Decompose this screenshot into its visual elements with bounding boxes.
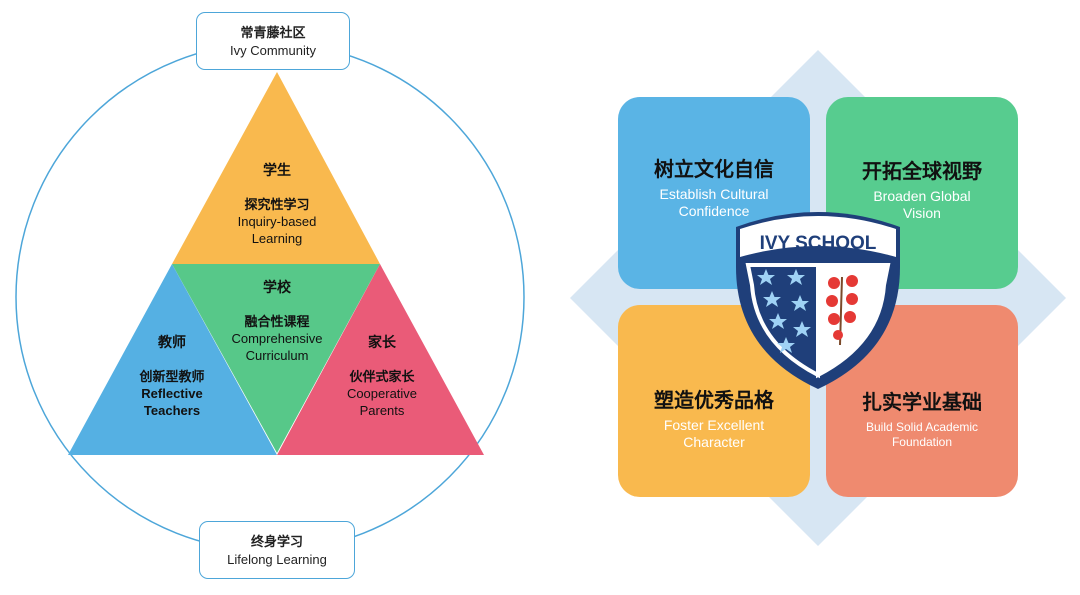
ivy-community-zh: 常青藤社区 (240, 26, 306, 41)
tile-global-vision: 开拓全球视野 Broaden Global Vision (826, 97, 1018, 289)
school-heading: 学校 (263, 280, 291, 296)
shield-stars-icon (757, 269, 811, 353)
teacher-zh: 创新型教师 (139, 370, 205, 385)
teacher-heading: 教师 (158, 335, 186, 351)
lifelong-learning-zh: 终身学习 (250, 535, 303, 550)
ivy-community-en: Ivy Community (230, 43, 316, 58)
parent-en-line1: Cooperative (346, 386, 418, 401)
lifelong-learning-en: Lifelong Learning (227, 552, 327, 567)
shield-banner-text: IVY SCHOOL (760, 233, 877, 254)
ivy-school-shield-logo: IVY SCHOOL (736, 212, 900, 389)
teacher-en-line2: Teachers (143, 403, 201, 418)
tile-character-zh: 塑造优秀品格 (654, 388, 774, 412)
student-triangle (172, 72, 380, 264)
tile-global-en1: Broaden Global (873, 188, 971, 204)
parent-en-line2: Parents (359, 403, 405, 418)
parent-block: 家长 伙伴式家长 Cooperative Parents (318, 332, 446, 419)
tile-character-en1: Foster Excellent (663, 417, 765, 433)
parent-zh: 伙伴式家长 (349, 370, 415, 385)
teacher-block: 教师 创新型教师 Reflective Teachers (107, 332, 237, 419)
student-en-line1: Inquiry-based (237, 214, 317, 229)
tile-academic-zh: 扎实学业基础 (862, 390, 982, 414)
student-heading: 学生 (263, 163, 291, 179)
tile-academic-en2: Foundation (891, 435, 953, 449)
school-en-line2: Curriculum (245, 348, 309, 363)
school-zh: 融合性课程 (244, 315, 310, 330)
tile-global-zh: 开拓全球视野 (862, 159, 982, 183)
parent-heading: 家长 (368, 335, 396, 351)
tile-character-en2: Character (683, 434, 745, 450)
tile-academic-en1: Build Solid Academic (865, 420, 979, 434)
student-block: 学生 探究性学习 Inquiry-based Learning (207, 160, 347, 247)
tile-cultural-en1: Establish Cultural (659, 186, 769, 202)
shield-banner (740, 216, 896, 257)
teacher-triangle (68, 264, 277, 455)
ivy-community-label: 常青藤社区 Ivy Community (196, 12, 350, 70)
parent-triangle (277, 264, 484, 455)
tile-cultural-en2: Confidence (678, 203, 750, 219)
school-block: 学校 融合性课程 Comprehensive Curriculum (207, 277, 347, 364)
tile-global-en2: Vision (903, 205, 941, 221)
tile-academic-foundation: 扎实学业基础 Build Solid Academic Foundation (826, 305, 1018, 497)
tile-cultural-zh: 树立文化自信 (654, 157, 774, 181)
shield-ivy-icon (826, 275, 858, 346)
student-en-line2: Learning (251, 231, 303, 246)
school-triangle (172, 264, 380, 453)
student-zh: 探究性学习 (244, 198, 310, 213)
school-en-line1: Comprehensive (231, 331, 323, 346)
teacher-en-line1: Reflective (141, 386, 203, 401)
lifelong-learning-label: 终身学习 Lifelong Learning (199, 521, 355, 579)
